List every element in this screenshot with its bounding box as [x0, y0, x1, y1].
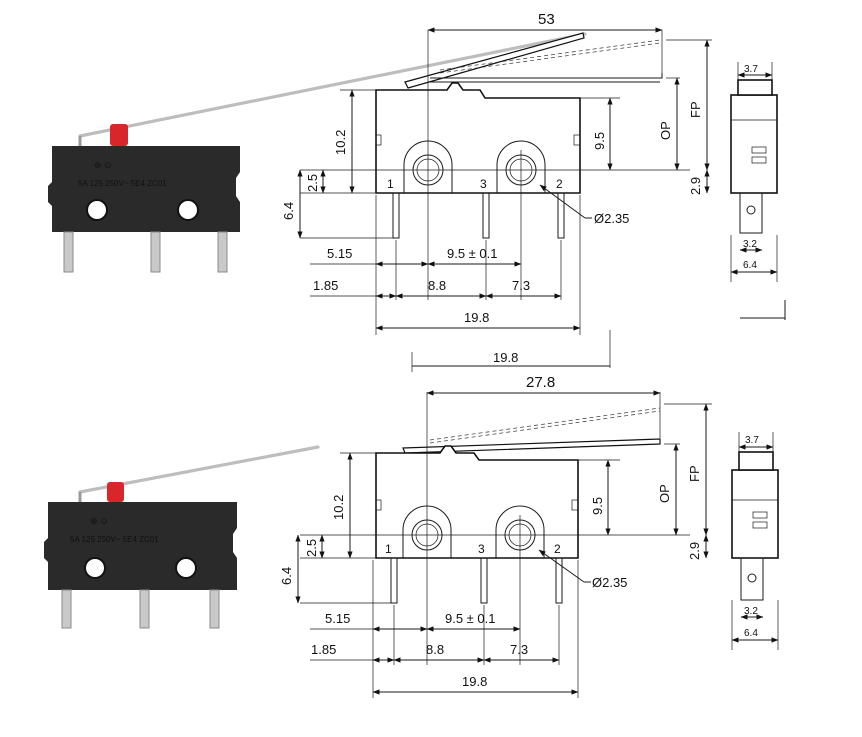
dim-terminal-offset-short: 2.5 — [304, 539, 319, 557]
side-dim-body-width: 6.4 — [743, 260, 757, 271]
photo-mount-hole-left — [86, 199, 108, 221]
svg-text:5A 125 250V~ 5E4 ZC01: 5A 125 250V~ 5E4 ZC01 — [70, 535, 159, 544]
dim-hole-height: 9.5 — [592, 132, 607, 150]
dim-mount-to-pin-short: 6.4 — [279, 567, 294, 585]
photo-lever — [78, 32, 587, 138]
dim-hole-diameter: Ø2.35 — [594, 211, 629, 226]
svg-text:5A 125 250V~ 5E4 ZC01: 5A 125 250V~ 5E4 ZC01 — [78, 179, 167, 188]
switch-body-outline-short — [375, 445, 579, 559]
side-dim-pin-width: 3.2 — [743, 239, 757, 250]
svg-text:⊕ ⊙: ⊕ ⊙ — [94, 160, 112, 170]
dim-hole-height-short: 9.5 — [590, 497, 605, 515]
dim-lever-length: 53 — [538, 11, 555, 28]
side-view-bottom: 3.7 3.2 6.4 — [731, 432, 779, 650]
label-terminal-3-short: 3 — [478, 542, 485, 556]
photo-terminal-1 — [63, 231, 74, 273]
dim-pin-depth-short: 2.9 — [687, 542, 702, 560]
dim-hole-spacing-short: 8.8 — [426, 642, 444, 657]
photo-terminal-2 — [217, 231, 228, 273]
terminal-3-pin-short — [480, 557, 488, 604]
lever-outline — [404, 32, 585, 89]
dim-body-length-short: 19.8 — [462, 674, 487, 689]
dim-pin-margin: 1.85 — [313, 278, 338, 293]
label-terminal-2-short: 2 — [554, 542, 561, 556]
terminal-2-pin-short — [555, 557, 563, 604]
photo-terminal-3-short — [139, 589, 150, 629]
photo-switch-body-short — [44, 502, 237, 590]
dim-height-to-hinge: 10.2 — [333, 130, 348, 155]
cropped-dimension-fragment: 19.8 — [411, 330, 611, 372]
cropped-dim-label: 19.8 — [493, 350, 518, 365]
dim-lever-length-short: 27.8 — [526, 374, 555, 391]
label-fp-short: FP — [687, 465, 702, 482]
dim-left-edge-short: 5.15 — [325, 611, 350, 626]
dim-hole-spacing: 8.8 — [428, 278, 446, 293]
dim-pin-depth: 2.9 — [688, 177, 703, 195]
switch-photo-long-lever: ⊕ ⊙ 5A 125 250V~ 5E4 ZC01 — [48, 32, 587, 273]
label-terminal-2: 2 — [556, 177, 563, 191]
photo-terminal-2-short — [209, 589, 220, 629]
label-op: OP — [658, 121, 673, 140]
svg-text:⊕ ⊙: ⊕ ⊙ — [90, 516, 108, 526]
label-fp: FP — [688, 101, 703, 118]
label-terminal-3: 3 — [480, 177, 487, 191]
label-op-short: OP — [657, 484, 672, 503]
label-terminal-1: 1 — [387, 177, 394, 191]
dim-pin3-to-pin2-short: 7.3 — [510, 642, 528, 657]
photo-terminal-3 — [150, 231, 161, 273]
photo-mount-hole-right-short — [175, 557, 197, 579]
terminal-1-pin — [392, 192, 400, 239]
photo-mount-hole-left-short — [84, 557, 106, 579]
dim-hole-diameter-short: Ø2.35 — [592, 575, 627, 590]
photo-actuator-button-short — [107, 482, 124, 502]
side-dim-top-width: 3.7 — [744, 64, 758, 75]
side-dim-top-width-short: 3.7 — [745, 435, 759, 446]
dim-pin-pitch-short: 9.5 ± 0.1 — [445, 611, 496, 626]
side-dim-body-width-short: 6.4 — [744, 628, 758, 639]
dim-pin-pitch: 9.5 ± 0.1 — [447, 246, 498, 261]
switch-photo-short-lever: ⊕ ⊙ 5A 125 250V~ 5E4 ZC01 — [44, 445, 320, 629]
terminal-1-pin-short — [390, 557, 398, 604]
label-terminal-1-short: 1 — [385, 542, 392, 556]
dim-left-edge: 5.15 — [327, 246, 352, 261]
dim-body-length: 19.8 — [464, 310, 489, 325]
photo-actuator-button — [110, 124, 128, 146]
drawing-long-lever: 53 10.2 2.5 6.4 9.5 OP FP 2.9 Ø2.35 1 3 … — [281, 11, 786, 335]
photo-terminal-1-short — [61, 589, 72, 629]
side-view-top: 3.7 3.2 6.4 — [730, 62, 786, 320]
dim-terminal-offset: 2.5 — [305, 174, 320, 192]
lever-outline-short — [402, 438, 661, 454]
lever-pressed — [430, 73, 663, 79]
drawing-short-lever: 27.8 10.2 2.5 6.4 9.5 OP FP 2.9 Ø2.35 1 … — [279, 374, 779, 698]
terminal-3-pin — [482, 192, 490, 239]
photo-mount-hole-right — [177, 199, 199, 221]
terminal-2-pin — [557, 192, 565, 239]
photo-switch-body — [48, 146, 240, 232]
dim-pin3-to-pin2: 7.3 — [512, 278, 530, 293]
dim-height-to-hinge-short: 10.2 — [331, 495, 346, 520]
side-dim-pin-width-short: 3.2 — [744, 606, 758, 617]
switch-body-outline — [375, 82, 581, 194]
dim-pin-margin-short: 1.85 — [311, 642, 336, 657]
dim-mount-to-pin: 6.4 — [281, 202, 296, 220]
